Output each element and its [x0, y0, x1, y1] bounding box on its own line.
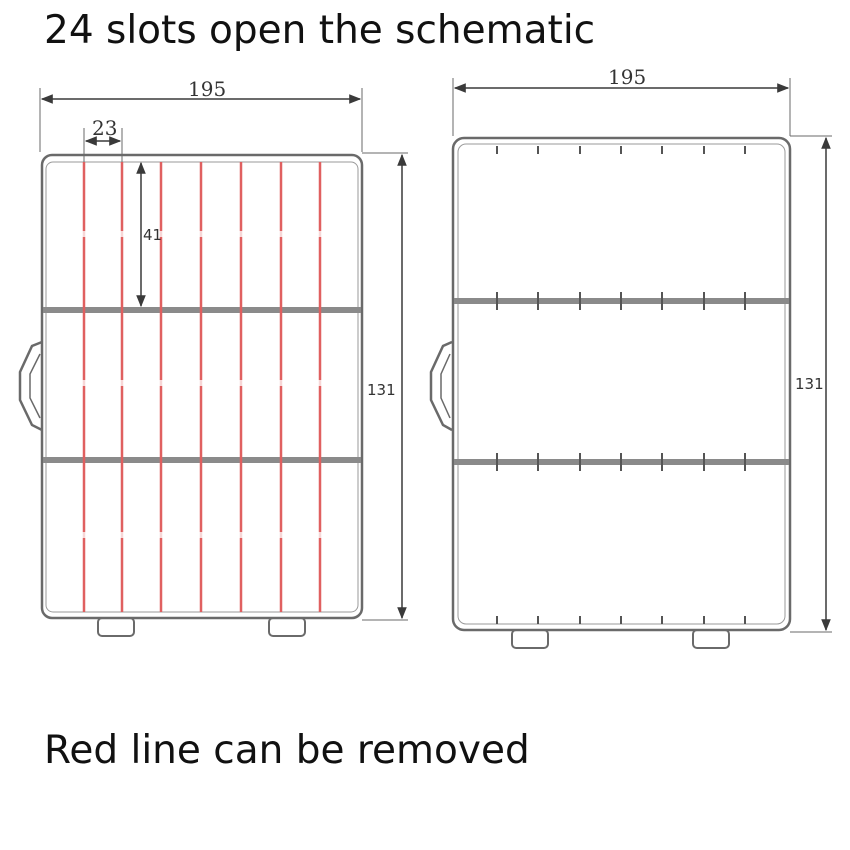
left-height-label: 131 [367, 381, 396, 399]
right-box-handle [429, 340, 453, 432]
left-box-handle [18, 340, 43, 432]
left-box-diagram [18, 88, 408, 637]
right-height-label: 131 [795, 375, 824, 393]
right-box-diagram [429, 78, 832, 649]
right-foot-right [692, 629, 730, 649]
left-foot-left [97, 617, 135, 637]
right-width-label: 195 [608, 65, 646, 89]
slot-height-label: 41 [143, 226, 162, 244]
left-width-label: 195 [188, 77, 226, 101]
right-foot-left [511, 629, 549, 649]
removal-note: Red line can be removed [44, 728, 530, 773]
slot-notches [496, 146, 746, 624]
slot-width-label: 23 [92, 116, 117, 140]
right-box-outline [451, 136, 792, 632]
diagram-title: 24 slots open the schematic [44, 8, 596, 53]
left-foot-right [268, 617, 306, 637]
